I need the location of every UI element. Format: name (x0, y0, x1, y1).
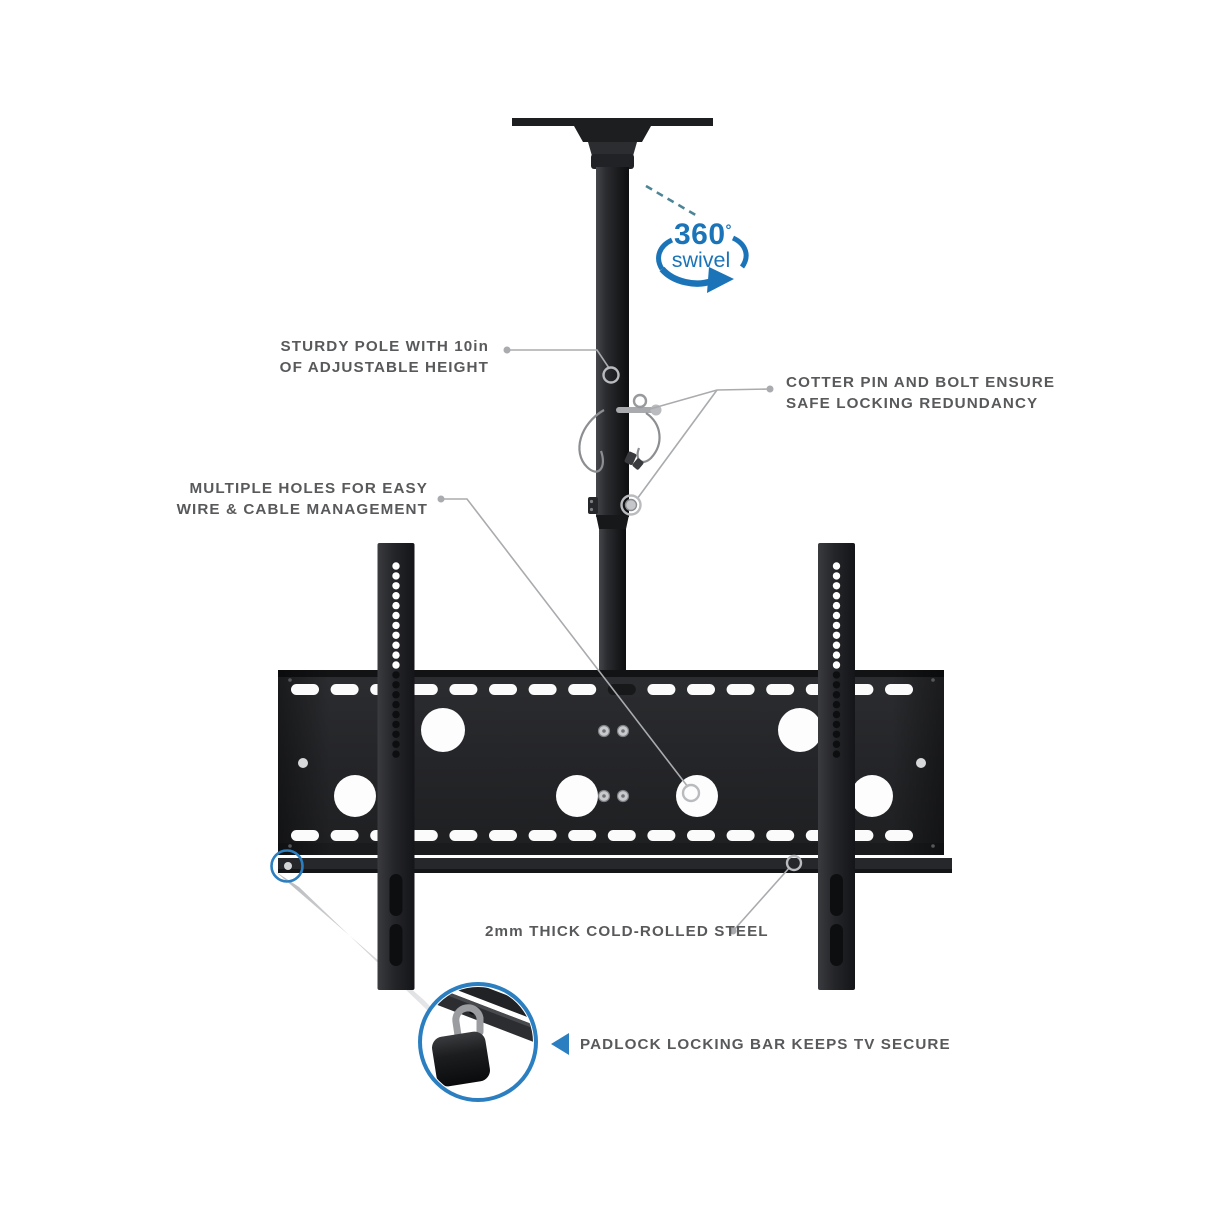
center-screws (597, 724, 630, 803)
swivel-arrow-icon (656, 235, 749, 287)
pole-label-line2: OF ADJUSTABLE HEIGHT (280, 359, 489, 376)
mounting-pole (512, 118, 713, 677)
swivel-degrees-text: 360° (674, 218, 732, 251)
holes-label-line1: MULTIPLE HOLES FOR EASY (190, 480, 429, 497)
left-arrow-icon (551, 1033, 569, 1055)
steel-label: 2mm THICK COLD-ROLLED STEEL (485, 923, 769, 940)
padlock-label: PADLOCK LOCKING BAR KEEPS TV SECURE (580, 1036, 951, 1053)
padlock-shackle (452, 1004, 484, 1046)
bolt-callout-marker (620, 494, 642, 516)
cotter-label-line1: COTTER PIN AND BOLT ENSURE (786, 374, 1055, 391)
hole-callout-marker (681, 783, 701, 803)
padlock-inset (418, 982, 538, 1102)
padlock-highlight-circle (270, 849, 304, 883)
callout-labels: STURDY POLE WITH 10in OF ADJUSTABLE HEIG… (177, 338, 1055, 1053)
pole-lower-tube (599, 529, 626, 677)
bracket-top-slots (291, 684, 913, 695)
bracket-large-holes (334, 708, 893, 817)
locking-bolt (588, 497, 638, 514)
right-tv-rail (818, 543, 855, 990)
swivel-360-icon: 360° swivel (656, 218, 749, 293)
pole-upper-tube (596, 167, 629, 517)
cotter-label-line2: SAFE LOCKING REDUNDANCY (786, 395, 1038, 412)
pole-label-line1: STURDY POLE WITH 10in (281, 338, 489, 355)
left-tv-rail (377, 543, 415, 990)
bracket-bottom-slots (291, 830, 913, 841)
swivel-dashed-line (645, 184, 700, 219)
steel-callout-marker (785, 854, 803, 872)
padlock-body (432, 1031, 490, 1087)
callout-leaders (437, 346, 803, 935)
pole-callout-marker (602, 366, 620, 384)
padlock-locking-bar (278, 858, 952, 873)
holes-label-line2: WIRE & CABLE MANAGEMENT (177, 501, 428, 518)
ceiling-plate (512, 118, 713, 142)
pole-collar (588, 142, 637, 156)
swivel-arrowhead (707, 267, 734, 293)
swivel-word-text: swivel (672, 248, 731, 272)
